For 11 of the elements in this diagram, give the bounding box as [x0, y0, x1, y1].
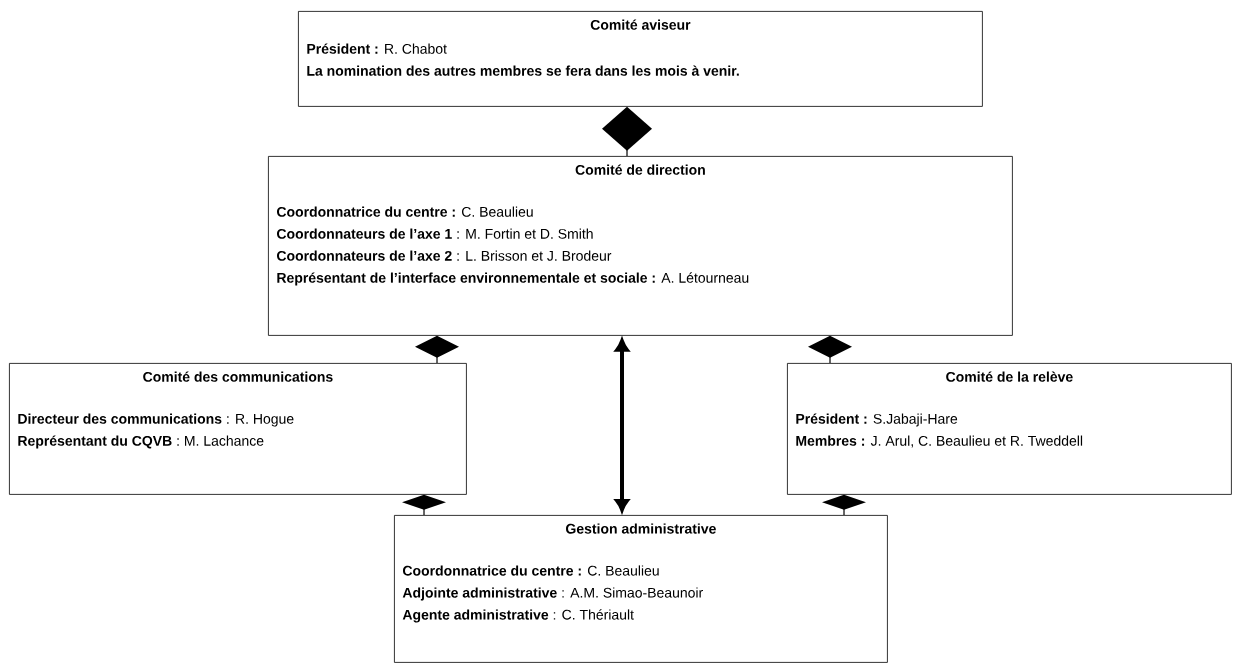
committee-box: Comité des communications Directeur des communications : R. Hogue Représentant du CQVB : M. Lachance — [9, 363, 467, 495]
diamond-connector — [808, 335, 852, 364]
diamond-connector — [822, 494, 866, 516]
committee-box: Comité de la relève Président : S.Jabaji-Hare Membres : J. Arul, C. Beaulieu et R. Tweddell — [787, 363, 1232, 495]
committee-box: Comité aviseur Président : R. Chabot La nomination des autres membres se fera dans les mois à venir. — [298, 11, 983, 107]
diamond-connector — [402, 494, 446, 516]
double-arrow — [614, 338, 630, 513]
diamond-connector — [415, 335, 459, 364]
diamond-connector — [602, 106, 652, 157]
committee-box: Comité de direction Coordonnatrice du centre : C. Beaulieu Coordonnateurs de l’axe 1 : M. Fortin et D. Smith Coordonnateurs de l’axe 2 : L. Brisson et J. Brodeur Représentant de l’interface environnementale et sociale : A. Létourneau — [268, 156, 1013, 336]
committee-box: Gestion administrative Coordonnatrice du centre : C. Beaulieu Adjointe administrative : A.M. Simao-Beaunoir Agente administrative : C. Thériault — [394, 515, 888, 663]
